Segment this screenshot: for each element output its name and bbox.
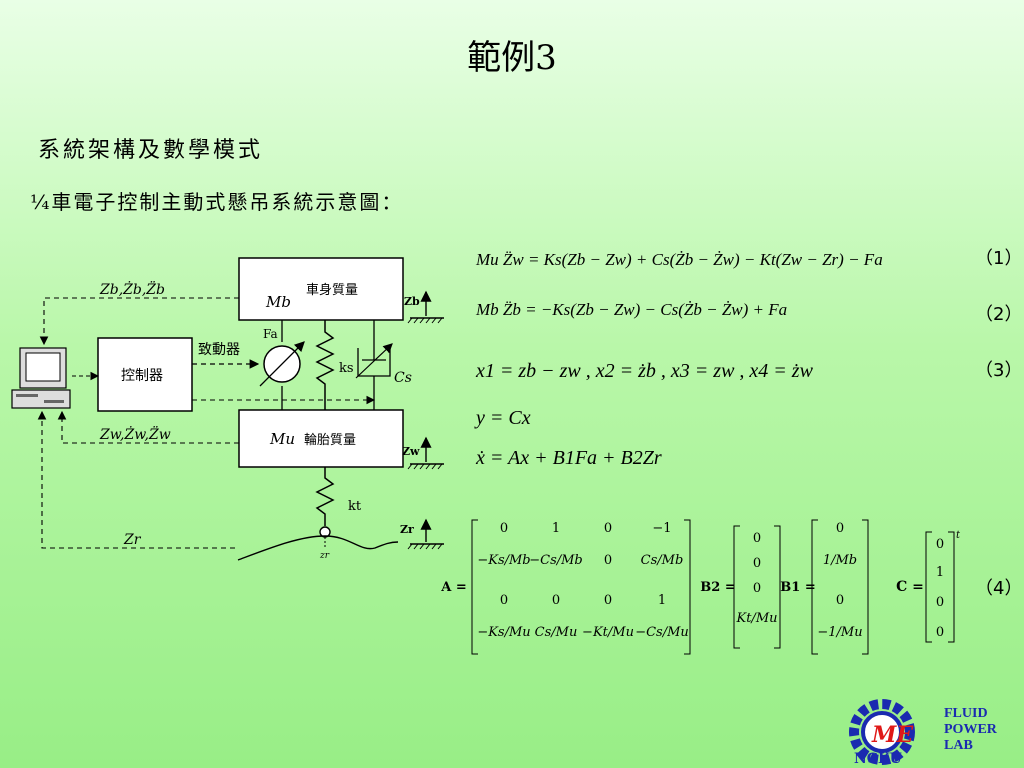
matrix-a-cell: −1	[652, 521, 671, 536]
matrix-b1-cell: 1/Mb	[823, 553, 857, 568]
equation-3: x1 = zb − zw , x2 = żb , x3 = zw , x4 = …	[476, 360, 813, 382]
logo-line-3: LAB	[944, 738, 973, 753]
logo-school: NCKU	[854, 751, 902, 766]
matrix-a-cell: 0	[500, 521, 508, 536]
matrix-c-cell: 0	[936, 625, 944, 640]
matrix-a-cell: Cs/Mu	[535, 625, 578, 640]
matrix-a-cell: 0	[500, 593, 508, 608]
equation-number-1: （1）	[975, 248, 1023, 269]
matrix-c-cell: 0	[936, 537, 944, 552]
matrix-a-cell: 0	[604, 593, 612, 608]
matrix-a-cell: 1	[658, 593, 666, 608]
section-heading: 系統架構及數學模式	[38, 138, 264, 163]
equation-1: Mu Z̈w = Ks(Zb − Zw) + Cs(Żb − Żw) − Kt(…	[476, 250, 883, 269]
matrix-b1-cell: 0	[836, 521, 844, 536]
zb-feedback-label: Zb,Żb,Z̈b	[99, 280, 165, 298]
logo-line-2: POWER	[944, 722, 997, 737]
ks-label: ks	[339, 361, 354, 376]
controller-box	[97, 337, 193, 412]
road-profile	[237, 535, 399, 561]
matrix-a-cell: 1	[552, 521, 560, 536]
matrix-b2-cell: Kt/Mu	[736, 611, 778, 626]
equation-2: Mb Z̈b = −Ks(Zb − Zw) − Cs(Żb − Żw) + Fa	[476, 300, 788, 319]
logo-mark: ME	[871, 722, 914, 748]
matrix-a-cell: Cs/Mb	[641, 553, 684, 568]
cs-label: Cs	[394, 370, 412, 386]
computer-icon	[11, 347, 71, 409]
zb-reference: Zb	[404, 290, 444, 324]
slide-title: 範例3	[467, 38, 557, 78]
zb-label: Zb	[404, 295, 420, 308]
kt-spring	[315, 467, 335, 526]
kt-label: kt	[348, 499, 362, 514]
matrix-a-cell: 0	[552, 593, 560, 608]
matrix-c-cell: 0	[936, 595, 944, 610]
equation-number-3: （3）	[975, 360, 1023, 381]
zw-reference: Zw	[402, 436, 444, 470]
suspension-schematic: 車身質量 Mb 輪胎質量 Mu 控制器 Fa 致動器 ks Cs kt zr Z…	[11, 257, 444, 561]
matrix-b2-cell: 0	[753, 581, 761, 596]
actuator-label: 致動器	[198, 342, 240, 358]
fluid-power-lab-text: FLUID POWER LAB	[944, 706, 997, 754]
zr-feedback-label: Zr	[123, 532, 142, 548]
ncku-gear-logo: ME NCKU	[849, 699, 915, 766]
matrix-a-cell: −Cs/Mb	[529, 553, 583, 568]
matrix-a-cell: −Cs/Mu	[635, 625, 689, 640]
matrix-c-label: C =	[896, 579, 924, 595]
controller-label: 控制器	[121, 368, 163, 384]
matrix-a-cell: 0	[604, 553, 612, 568]
mb-label: Mb	[265, 293, 291, 311]
ks-spring	[315, 320, 335, 410]
equation-number-2: （2）	[975, 304, 1023, 325]
logo-line-1: FLUID	[944, 706, 988, 721]
matrix-c-cell: 1	[936, 565, 944, 580]
fa-label: Fa	[263, 327, 278, 341]
equation-number-4: （4）	[975, 578, 1023, 599]
zw-label: Zw	[402, 445, 420, 458]
matrix-b2-cell: 0	[753, 556, 761, 571]
diagram-caption: ¼車電子控制主動式懸吊系統示意圖：	[30, 190, 404, 214]
equation-state: ẋ = Ax + B1Fa + B2Zr	[476, 447, 662, 469]
road-label: zr	[319, 551, 330, 561]
body-mass-box	[238, 257, 404, 321]
matrix-a-cell: 0	[604, 521, 612, 536]
tire-mass-label: 輪胎質量	[304, 432, 356, 448]
matrix-c-superscript: t	[956, 530, 961, 541]
matrix-b2-label: B2 =	[700, 580, 735, 595]
matrix-b1-label: B1 =	[780, 580, 815, 595]
zr-label: Zr	[400, 523, 414, 536]
matrix-a-label: A =	[440, 580, 467, 595]
matrix-a-cell: −Ks/Mu	[477, 625, 530, 640]
zr-reference: Zr	[400, 518, 444, 550]
matrix-b1-cell: 0	[836, 593, 844, 608]
body-mass-label: 車身質量	[306, 282, 358, 298]
mu-label: Mu	[269, 430, 295, 448]
zw-feedback-label: Zw,Żw,Z̈w	[99, 425, 171, 443]
matrix-b2-cell: 0	[753, 531, 761, 546]
tire-mass-box	[238, 409, 404, 468]
gear-icon	[849, 699, 915, 765]
matrix-a-cell: −Kt/Mu	[582, 625, 634, 640]
matrix-b1-cell: −1/Mu	[817, 625, 862, 640]
equation-output: y = Cx	[476, 407, 531, 429]
matrix-a-cell: −Ks/Mb	[477, 553, 530, 568]
